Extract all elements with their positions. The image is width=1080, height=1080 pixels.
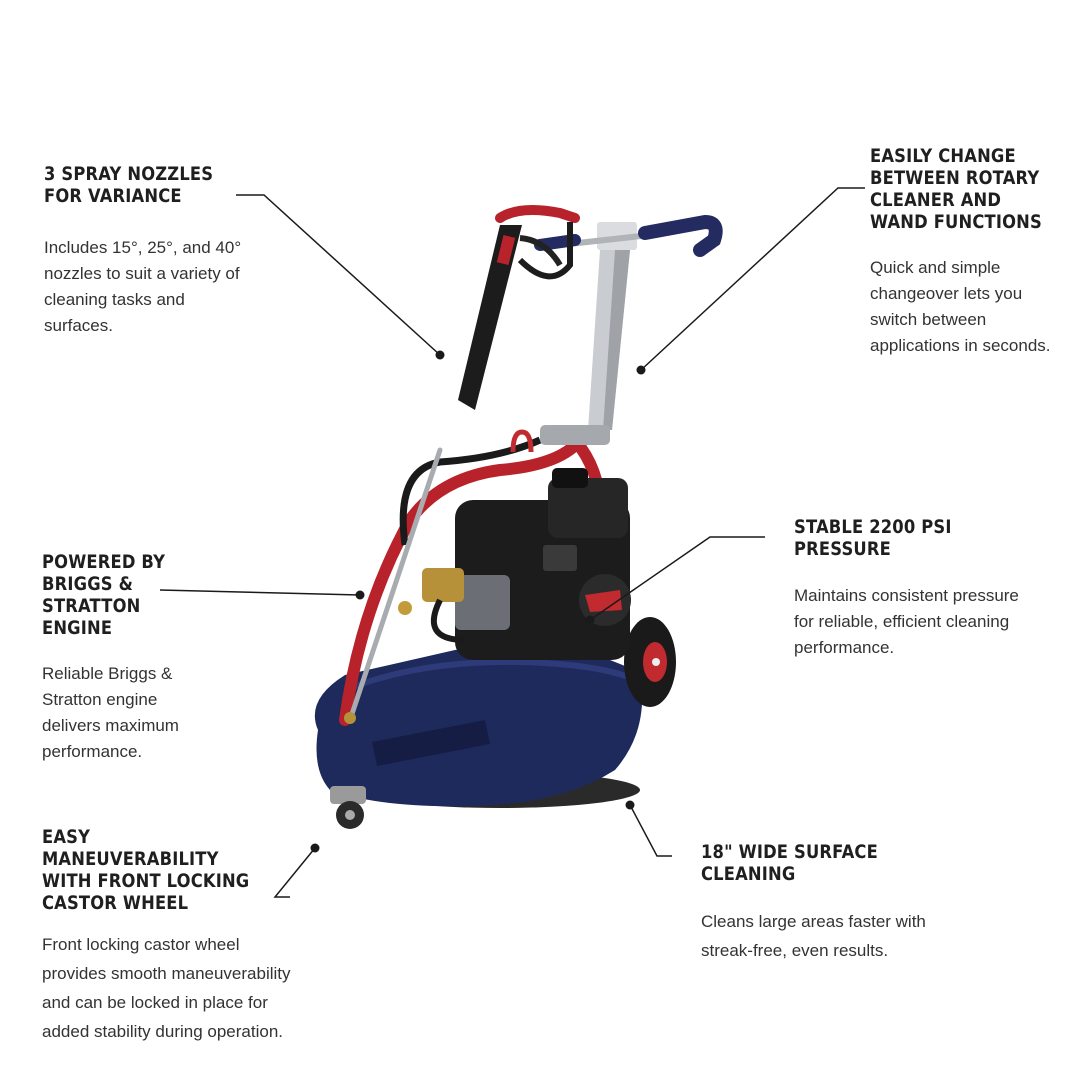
feature-title: STABLE 2200 PSI PRESSURE [794, 516, 952, 560]
callout-dot-nozzles [435, 350, 445, 360]
leader-line-nozzles [236, 194, 441, 356]
spray-gun-label [496, 234, 516, 266]
rear-wheel-axle [652, 658, 660, 666]
feature-title: POWERED BY BRIGGS & STRATTON ENGINE [42, 551, 166, 639]
spray-gun-trigger [519, 235, 563, 267]
wand-brass-tip [344, 712, 356, 724]
callout-dot-pressure [585, 615, 595, 625]
fuel-cap [552, 468, 588, 488]
leader-line-pressure [589, 536, 765, 621]
feature-description: Cleans large areas faster with streak-fr… [701, 912, 926, 960]
spray-gun-guard [517, 222, 573, 280]
red-frame-tube [339, 434, 586, 726]
callout-dot-change [636, 365, 646, 375]
callout-dot-castor [310, 843, 320, 853]
engine-badge [543, 545, 577, 571]
deck-top-highlight [343, 658, 638, 693]
feature-title: 3 SPRAY NOZZLES FOR VARIANCE [44, 163, 214, 207]
feature-surface-cleaning: 18" WIDE SURFACE CLEANING Cleans large a… [701, 841, 926, 965]
feature-castor-wheel: EASY MANEUVERABILITY WITH FRONT LOCKING … [42, 826, 291, 1046]
feature-description: Maintains consistent pressure for reliab… [794, 586, 1019, 657]
spray-gun-body [458, 225, 522, 410]
feature-title: EASY MANEUVERABILITY WITH FRONT LOCKING … [42, 826, 250, 914]
deck-handle-slot [372, 720, 490, 766]
handle-pole-shade [603, 250, 630, 430]
feature-description: Reliable Briggs & Stratton engine delive… [42, 664, 179, 761]
lift-ring [510, 429, 534, 453]
valve-coupling [540, 425, 610, 445]
feature-spray-nozzles: 3 SPRAY NOZZLES FOR VARIANCE Includes 15… [44, 163, 241, 339]
engine-red-accent [585, 590, 622, 612]
feature-title: 18" WIDE SURFACE CLEANING [701, 841, 878, 885]
engine-fuel-tank [548, 478, 628, 538]
feature-description: Includes 15°, 25°, and 40° nozzles to su… [44, 238, 242, 335]
feature-engine: POWERED BY BRIGGS & STRATTON ENGINE Reli… [42, 551, 185, 765]
pump-fitting [398, 601, 412, 615]
leader-line-surface [629, 804, 672, 857]
spray-wand [347, 447, 443, 723]
castor-bracket [330, 786, 366, 804]
feature-easy-change: EASILY CHANGE BETWEEN ROTARY CLEANER AND… [870, 145, 1070, 359]
feature-title: EASILY CHANGE BETWEEN ROTARY CLEANER AND… [870, 145, 1042, 233]
castor-hub [345, 810, 355, 820]
feature-description: Quick and simple changeover lets you swi… [870, 258, 1051, 355]
pump-brass [422, 568, 464, 602]
callout-dot-engine [355, 590, 365, 600]
handle-grip-right [638, 214, 723, 257]
spray-gun-top [495, 204, 580, 223]
feature-description: Front locking castor wheel provides smoo… [42, 935, 291, 1041]
leader-line-change [640, 187, 865, 371]
leader-line-engine [159, 589, 361, 596]
feature-pressure: STABLE 2200 PSI PRESSURE Maintains consi… [794, 516, 1019, 661]
hose-lower [430, 598, 466, 643]
pump-body [455, 575, 510, 630]
callout-dot-surface [625, 800, 635, 810]
leader-line-castor [273, 847, 316, 898]
